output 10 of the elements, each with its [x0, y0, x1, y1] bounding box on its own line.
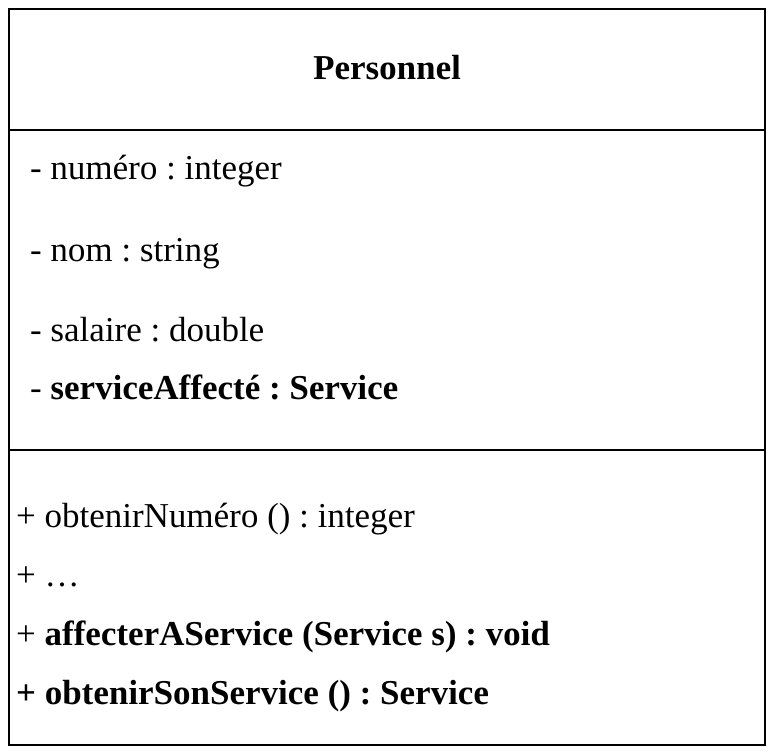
method: + obtenirNuméro () : integer: [16, 496, 415, 536]
attribute: - numéro : integer: [30, 148, 282, 188]
class-name: Personnel: [312, 48, 462, 88]
method: + affecterAService (Service s) : void: [16, 614, 550, 654]
method: + obtenirSonService () : Service: [16, 673, 489, 713]
attribute: - nom : string: [30, 230, 220, 270]
attribute: - serviceAffecté : Service: [30, 368, 398, 408]
method: + …: [16, 555, 80, 595]
class-box: [8, 8, 766, 746]
attribute: - salaire : double: [30, 310, 264, 350]
